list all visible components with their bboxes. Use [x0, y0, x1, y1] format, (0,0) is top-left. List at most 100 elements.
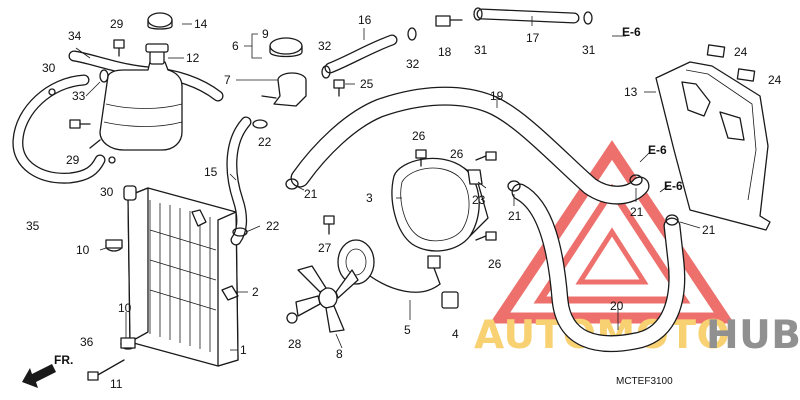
callout-21-a: 21: [304, 187, 318, 201]
callout-26-c: 26: [488, 257, 502, 271]
pad-24-lower: [736, 68, 756, 82]
clamp-32-b: [407, 27, 417, 41]
clip-30-lower: [108, 156, 116, 164]
clamp-33: [99, 69, 109, 83]
callout-21-b: 21: [508, 209, 522, 223]
callout-9: 9: [262, 27, 269, 41]
callout-28: 28: [288, 337, 302, 351]
fan-blade: [295, 265, 359, 333]
callout-14: 14: [194, 17, 208, 31]
callout-35: 35: [26, 219, 40, 233]
callout-13: 13: [624, 85, 638, 99]
callout-33: 33: [72, 89, 86, 103]
leader-lines: [75, 16, 701, 351]
callout-11: 11: [110, 377, 123, 391]
callout-29-top: 29: [110, 17, 124, 31]
callout-24-upper: 24: [734, 45, 748, 59]
bolt-11: [87, 359, 125, 381]
callout-22-lower: 22: [266, 219, 280, 233]
ref-e6-low: E-6: [664, 179, 683, 193]
fan-connector: [427, 255, 441, 285]
bypass-hose-16: [324, 34, 398, 74]
callout-30-top: 30: [42, 61, 56, 75]
upper-hose-15: [226, 116, 252, 246]
clamp-21-b: [507, 180, 521, 192]
callout-labels: 29 14 34 12 30 33 29 30 35 10 10 36 11 1…: [26, 13, 782, 391]
callout-22-upper: 22: [258, 135, 272, 149]
callout-31-b: 31: [582, 43, 596, 57]
front-label: FR.: [54, 353, 73, 367]
callout-19: 19: [490, 89, 504, 103]
clamp-21-c: [629, 174, 643, 186]
ref-e6-top: E-6: [622, 25, 641, 39]
callout-21-c: 21: [630, 205, 644, 219]
callout-36: 36: [80, 335, 94, 349]
bolt-26-b: [475, 151, 497, 161]
bolt-27: [323, 215, 335, 235]
callout-31-a: 31: [474, 43, 488, 57]
reserve-tank-cap: [147, 12, 173, 30]
bolt-26-c: [475, 231, 497, 241]
bolt-26-a: [415, 149, 427, 167]
callout-7: 7: [224, 73, 231, 87]
callout-5: 5: [404, 323, 411, 337]
callout-4: 4: [452, 327, 459, 341]
callout-32-a: 32: [318, 39, 332, 53]
callout-30-low: 30: [100, 185, 114, 199]
front-direction-arrow: FR.: [22, 353, 73, 388]
fan-shroud: [391, 157, 489, 252]
grommet-lower: [120, 337, 136, 350]
stay-23: [467, 169, 483, 185]
hose-17: [476, 8, 580, 24]
callout-8: 8: [336, 347, 343, 361]
clamp-31-b: [583, 11, 593, 25]
callout-16: 16: [358, 13, 372, 27]
callout-12: 12: [186, 51, 200, 65]
callout-2: 2: [252, 285, 259, 299]
callout-23: 23: [472, 193, 486, 207]
bolt-25: [333, 79, 345, 97]
clamp-21-d: [665, 214, 679, 226]
bolt-29-upper: [113, 39, 125, 57]
grommet-upper: [105, 239, 123, 252]
callout-18: 18: [438, 45, 452, 59]
overflow-hose-35: [12, 74, 106, 184]
callout-29-low: 29: [66, 153, 80, 167]
callout-6: 6: [232, 39, 239, 53]
radiator-side-cover: [655, 61, 771, 231]
callout-26-a: 26: [412, 129, 426, 143]
callout-25: 25: [360, 77, 374, 91]
callout-27: 27: [318, 241, 332, 255]
callout-10-upper: 10: [76, 243, 90, 257]
callout-20: 20: [610, 299, 624, 313]
clamp-32-a: [321, 65, 331, 79]
callout-21-d: 21: [702, 223, 716, 237]
lower-hose-20: [511, 183, 686, 353]
radiator: [123, 185, 239, 367]
clamp-31-a: [473, 7, 483, 21]
clip-30-upper: [48, 88, 56, 96]
connector-4: [441, 291, 459, 309]
callout-32-b: 32: [406, 57, 420, 71]
watermark-text-hub: HUB: [706, 313, 800, 358]
callout-10-lower: 10: [118, 301, 132, 315]
pad-24-upper: [706, 44, 726, 58]
main-hose-19: [290, 86, 650, 205]
fitting-18: [435, 15, 463, 27]
clamp-22-upper: [252, 119, 268, 129]
callout-17: 17: [526, 31, 540, 45]
nut-28: [286, 312, 298, 324]
ref-e6-mid: E-6: [648, 143, 667, 157]
fan-motor: [337, 239, 441, 293]
callout-15: 15: [204, 165, 218, 179]
clamp-21-a: [285, 178, 299, 190]
clip-2: [221, 285, 239, 301]
diagram-code: MCTEF3100: [616, 376, 673, 387]
callout-3: 3: [366, 191, 373, 205]
water-joint: [261, 72, 307, 107]
callout-26-b: 26: [450, 147, 464, 161]
radiator-cap: [269, 37, 303, 58]
callout-24-lower: 24: [768, 73, 782, 87]
reserve-tank: [89, 43, 183, 151]
